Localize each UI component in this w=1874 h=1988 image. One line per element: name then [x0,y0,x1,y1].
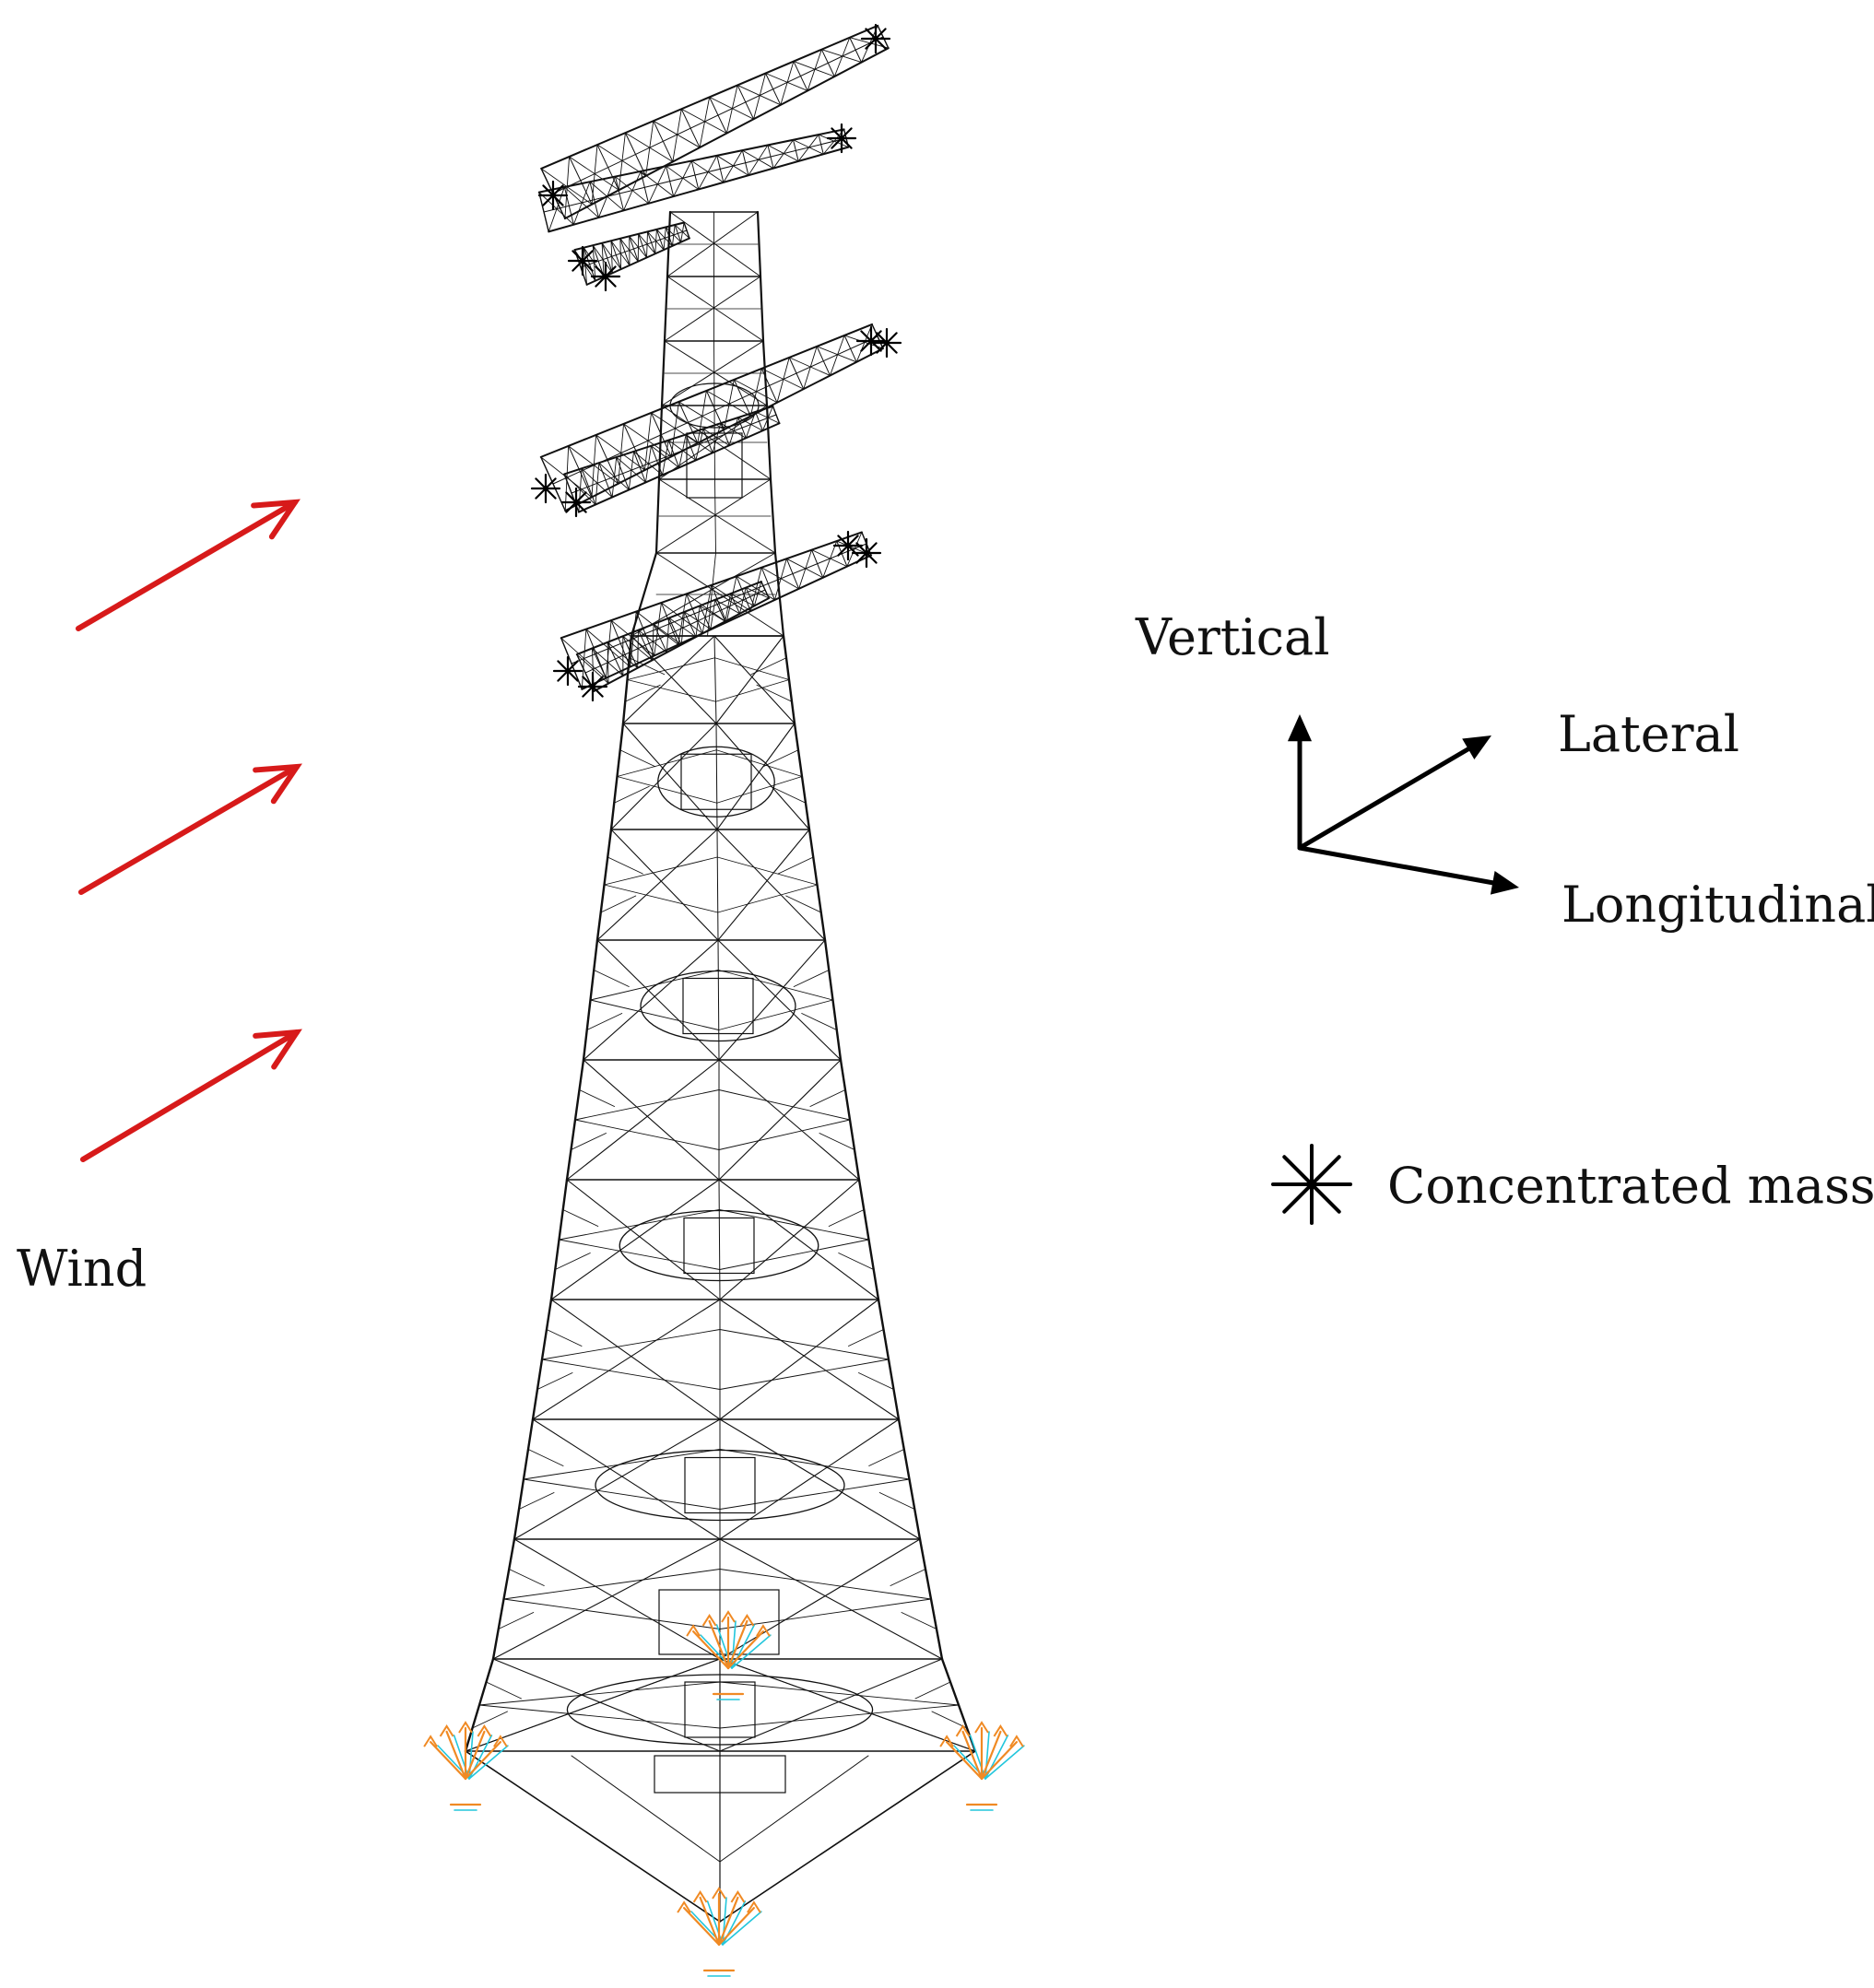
concentrated-mass-marker [532,475,560,502]
wind-arrows [78,502,297,1159]
support-back [687,1612,771,1700]
support-left [424,1723,508,1810]
vertical-axis-label: Vertical [1136,613,1330,663]
support-foundations [424,1612,1024,1976]
crossarm-top-rear [539,129,849,231]
lateral-axis-arrow [1300,735,1491,848]
concentrated-mass-marker [554,657,582,685]
crossarm-top [541,26,889,218]
concentrated-mass-marker [569,247,596,275]
concentrated-mass-marker [828,124,855,152]
lateral-axis-label: Lateral [1558,710,1739,759]
wind-arrow [83,1032,297,1159]
concentrated-mass-marker [853,539,880,567]
tower-body [466,636,975,1922]
asterisk-icon [1273,1146,1350,1223]
axis-arrows [1288,714,1519,895]
concentrated-mass-marker [873,329,901,357]
lattice-tower [424,25,1024,1976]
concentrated-mass-marker [592,263,619,290]
legend-symbol [1273,1146,1350,1223]
crossarm-middle [541,324,883,511]
concentrated-mass-marker [862,25,890,53]
crossarm-middle-inner [564,406,779,512]
concentrated-mass-marker [857,327,885,355]
wind-label: Wind [17,1244,147,1294]
concentrated-mass-marker [562,488,590,516]
longitudinal-axis-arrow [1300,848,1519,895]
wind-arrow [78,502,295,629]
concentrated-mass-marker [579,673,607,700]
wind-arrow [81,767,297,892]
concentrated-mass-label: Concentrated mass [1387,1161,1874,1211]
concentrated-mass-marker [539,182,567,209]
crossarm-top-inner [574,222,689,284]
vertical-axis-arrow [1288,714,1312,848]
crossarm-bottom [561,532,871,688]
longitudinal-axis-label: Longitudinal [1562,880,1874,930]
